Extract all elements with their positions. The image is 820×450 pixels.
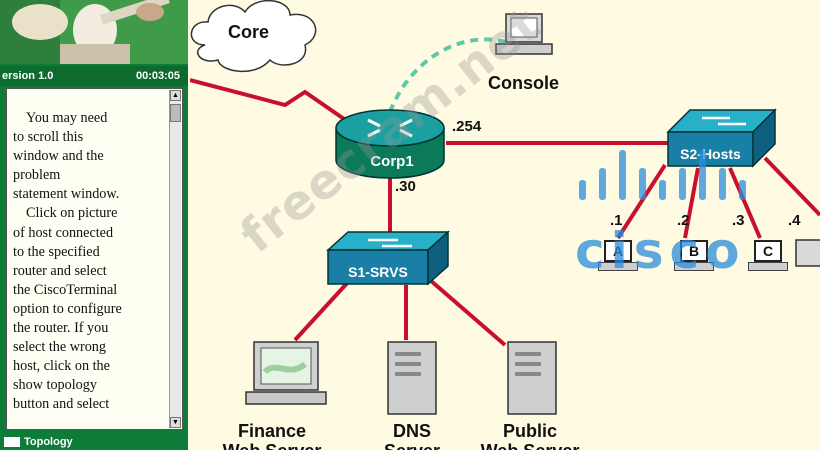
link-s2-host-a <box>616 163 667 240</box>
instruction-line: Click on picture <box>26 205 118 222</box>
link-s2-host-d <box>763 156 820 217</box>
instruction-line: You may need <box>26 110 108 126</box>
router-corp1-icon[interactable] <box>335 109 445 179</box>
topology-button-label: Topology <box>24 436 73 448</box>
switch-s2-icon[interactable] <box>666 108 777 168</box>
router-ip-right: .254 <box>452 118 482 135</box>
instruction-line: to the specified <box>13 243 100 260</box>
host-d-ip: .4 <box>788 212 801 229</box>
instruction-line: button and select <box>13 396 110 413</box>
public-label-line1: Public <box>502 421 557 441</box>
host-b-icon[interactable]: B <box>674 240 714 272</box>
dns-server-label: DNS Server <box>362 421 462 450</box>
console-label: Console <box>488 73 560 93</box>
dns-label-line2: Server <box>362 441 462 450</box>
instructions-scrollbar[interactable]: ▲ ▼ <box>169 90 181 428</box>
host-d-icon[interactable] <box>795 239 820 267</box>
instruction-line: problem <box>13 167 61 184</box>
host-c-ip: .3 <box>732 212 745 229</box>
console-pc-icon[interactable] <box>495 13 553 55</box>
public-label-line2: Web Server <box>470 441 590 450</box>
instruction-line: show topology <box>13 377 97 394</box>
instruction-line: of host connected <box>13 224 114 241</box>
topology-icon <box>4 437 20 448</box>
host-c-icon[interactable]: C <box>748 240 788 272</box>
instruction-line: router and select <box>13 262 107 279</box>
host-c-label: C <box>754 240 782 262</box>
banner-image <box>0 0 188 64</box>
instruction-line: statement window. <box>13 186 120 203</box>
instructions-text: You may need to scroll this window and the… <box>13 109 165 415</box>
host-b-ip: .2 <box>677 212 690 229</box>
dns-label-line1: DNS <box>392 421 431 441</box>
version-bar: ersion 1.0 00:03:05 <box>0 66 188 86</box>
public-server-label: Public Web Server <box>470 421 590 450</box>
host-b-label: B <box>680 240 708 262</box>
switch-s1-name: S1-SRVS <box>348 264 408 280</box>
instruction-line: the router. If you <box>13 320 109 337</box>
link-s2-host-b <box>683 167 700 239</box>
instruction-line: option to configure <box>13 300 122 317</box>
banner-photo <box>0 0 188 64</box>
link-s1-public <box>428 278 507 347</box>
scroll-thumb[interactable] <box>170 104 181 122</box>
cisco-logo-bars <box>579 150 746 200</box>
scroll-down-icon[interactable]: ▼ <box>170 417 181 428</box>
switch-s2-name: S2-Hosts <box>680 146 741 162</box>
version-label: ersion 1.0 <box>2 70 54 82</box>
core-serial-link <box>190 78 362 132</box>
instruction-line: select the wrong <box>13 339 106 356</box>
link-s1-finance <box>293 278 352 342</box>
show-topology-button[interactable]: Topology <box>4 436 184 450</box>
switch-s1-icon[interactable] <box>326 230 450 286</box>
scroll-up-icon[interactable]: ▲ <box>170 90 181 101</box>
host-a-ip: .1 <box>610 212 623 229</box>
instruction-line: to scroll this <box>13 129 84 146</box>
host-a-label: A <box>604 240 632 262</box>
console-cable <box>388 37 507 113</box>
core-cloud-icon <box>190 0 317 73</box>
finance-label-line2: Web Server <box>212 441 332 450</box>
router-name: Corp1 <box>370 153 414 170</box>
instructions-window[interactable]: You may need to scroll this window and the… <box>6 88 183 430</box>
instruction-line: the CiscoTerminal <box>13 281 118 298</box>
core-label: Core <box>228 22 270 42</box>
topology-diagram: Core Console Corp1 .254 .30 S2-Hosts S1-… <box>190 0 820 450</box>
finance-label-line1: Finance <box>237 421 307 441</box>
finance-server-icon[interactable] <box>245 341 327 405</box>
elapsed-timer: 00:03:05 <box>135 70 180 82</box>
finance-server-label: Finance Web Server <box>212 421 332 450</box>
instruction-line: host, click on the <box>13 358 110 375</box>
simulator-panel: ersion 1.0 00:03:05 You may need to scrol… <box>0 0 188 450</box>
instruction-line: window and the <box>13 148 104 165</box>
cisco-logo-text: cisco <box>575 222 746 280</box>
host-a-icon[interactable]: A <box>598 240 638 272</box>
router-ip-bottom: .30 <box>395 178 416 195</box>
dns-server-icon[interactable] <box>387 341 437 415</box>
public-server-icon[interactable] <box>507 341 557 415</box>
link-s2-host-c <box>728 167 762 239</box>
